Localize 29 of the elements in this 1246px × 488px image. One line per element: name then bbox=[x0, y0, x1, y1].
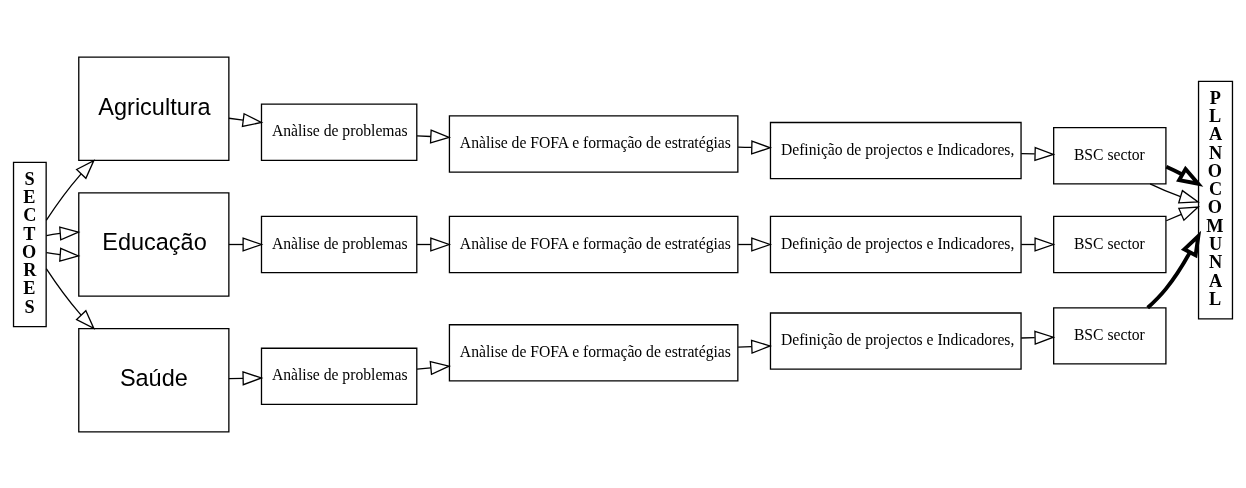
arrow bbox=[45, 225, 81, 241]
node-box: PLANO COMUNAL bbox=[1197, 80, 1234, 320]
node-box: Definição de projectos e Indicadores, bbox=[769, 121, 1022, 179]
node-box: Anàlise de problemas bbox=[260, 215, 418, 273]
node-box: Agricultura bbox=[78, 56, 230, 161]
arrow bbox=[1146, 230, 1202, 309]
node-box: Definição de projectos e Indicadores, bbox=[769, 311, 1022, 370]
node-box: SECTORES bbox=[12, 161, 47, 327]
node-box: Anàlise de FOFA e formação de estratégias bbox=[448, 114, 739, 173]
node-box: BSC sector bbox=[1053, 126, 1167, 184]
node-box: Anàlise de FOFA e formação de estratégias bbox=[448, 215, 739, 273]
node-box: BSC sector bbox=[1053, 215, 1167, 273]
arrow bbox=[45, 158, 96, 221]
arrow bbox=[416, 128, 452, 144]
node-box: Saúde bbox=[78, 327, 230, 432]
node-box: Anàlise de FOFA e formação de estratégias bbox=[448, 323, 739, 382]
arrow bbox=[228, 112, 264, 127]
node-box: Anàlise de problemas bbox=[260, 103, 418, 161]
node-box: Anàlise de problemas bbox=[260, 347, 418, 405]
arrow bbox=[416, 360, 452, 375]
node-box: BSC sector bbox=[1053, 306, 1167, 365]
arrow bbox=[45, 246, 81, 262]
arrow bbox=[737, 338, 773, 354]
node-box: Definição de projectos e Indicadores, bbox=[769, 215, 1022, 273]
arrow bbox=[1165, 205, 1200, 221]
node-box: Educação bbox=[78, 191, 230, 297]
arrow bbox=[1020, 329, 1056, 345]
arrow bbox=[1149, 182, 1200, 204]
arrow bbox=[45, 267, 96, 330]
